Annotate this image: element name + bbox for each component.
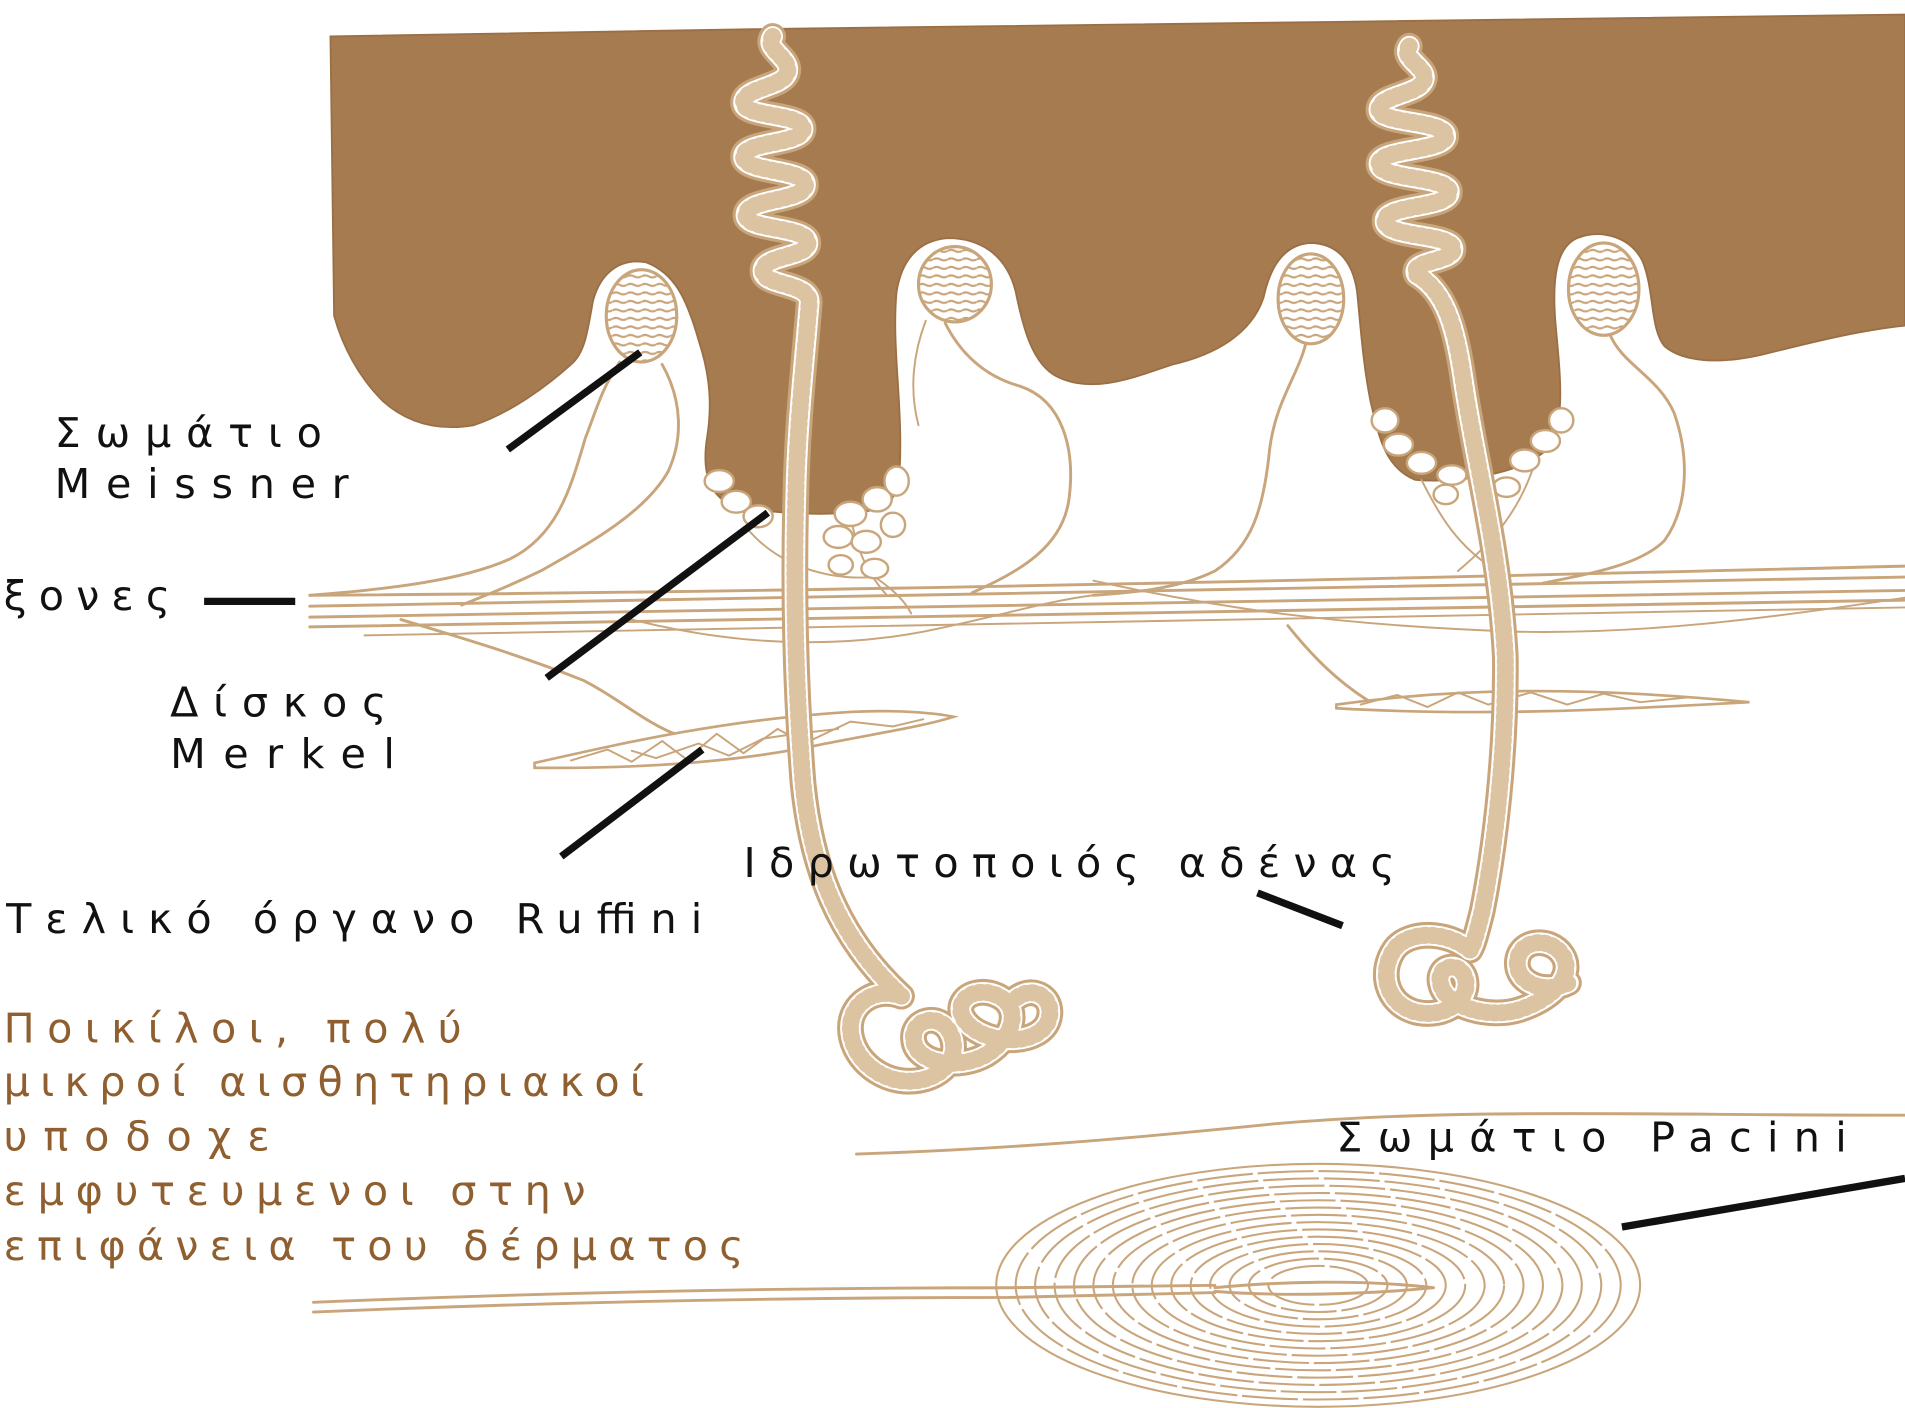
merkel-cell — [884, 466, 908, 495]
merkel-cell — [852, 531, 881, 553]
epidermis — [330, 15, 1905, 514]
meissner-corpuscle — [918, 247, 991, 322]
note-line: εμφυτευμενοι στην — [4, 1167, 586, 1215]
nerve-fiber — [1093, 343, 1306, 596]
merkel-leader — [547, 513, 768, 678]
meissner-corpuscle — [606, 270, 676, 362]
merkel-cell — [881, 513, 905, 537]
merkel-cell — [705, 470, 734, 492]
note-line: επιφάνεια του δέρματος — [4, 1222, 744, 1270]
ruffini-capsule — [535, 711, 954, 768]
sweat-gland-label: Ιδρωτοποιός αδένας — [744, 839, 1395, 887]
merkel-cell — [1434, 485, 1458, 504]
receptor-note: Ποικίλοι, πολύ μικροί αισθητηριακοί υποδ… — [4, 1004, 744, 1269]
axon-bundle — [310, 566, 1905, 642]
merkel-label-line2: Merkel — [170, 730, 395, 778]
meissner-corpuscle — [1278, 254, 1344, 344]
axon-line — [310, 577, 1905, 606]
nerve-fiber — [1543, 334, 1684, 583]
merkel-cell — [1549, 408, 1573, 432]
merkel-label-line1: Δίσκος — [170, 679, 386, 727]
note-line: υποδοχε — [4, 1112, 270, 1160]
ruffini-fiber — [401, 620, 680, 737]
meissner-label-line1: Σωμάτιο — [55, 409, 322, 457]
merkel-cell — [1407, 452, 1436, 474]
ruffini-capsule — [1336, 691, 1749, 712]
merkel-cell — [1437, 465, 1466, 484]
meissner-corpuscle — [1568, 243, 1638, 335]
nerve-fiber — [913, 321, 925, 425]
ruffini-fiber — [1288, 626, 1367, 700]
merkel-cell — [824, 526, 853, 548]
note-line: μικροί αισθητηριακοί — [4, 1058, 644, 1106]
merkel-cell — [1384, 434, 1413, 456]
sweat-gland-leader — [1257, 893, 1342, 926]
axons-label: ξονες — [4, 572, 170, 620]
merkel-cell — [1531, 430, 1560, 452]
pacini-leader — [1622, 1178, 1905, 1227]
note-line: Ποικίλοι, πολύ — [4, 1004, 462, 1052]
merkel-cell — [1372, 408, 1399, 432]
merkel-cell — [861, 559, 888, 578]
meissner-label-line2: Meissner — [55, 460, 349, 508]
merkel-cell — [829, 555, 853, 574]
pacini-label: Σωμάτιο Pacini — [1336, 1114, 1846, 1162]
merkel-cell — [835, 502, 867, 526]
merkel-cell — [1510, 449, 1539, 471]
ruffini-label: Τελικό όργανο Ruffini — [5, 895, 702, 943]
leader-lines — [204, 352, 1905, 1227]
ruffini-ending-left — [401, 620, 954, 768]
